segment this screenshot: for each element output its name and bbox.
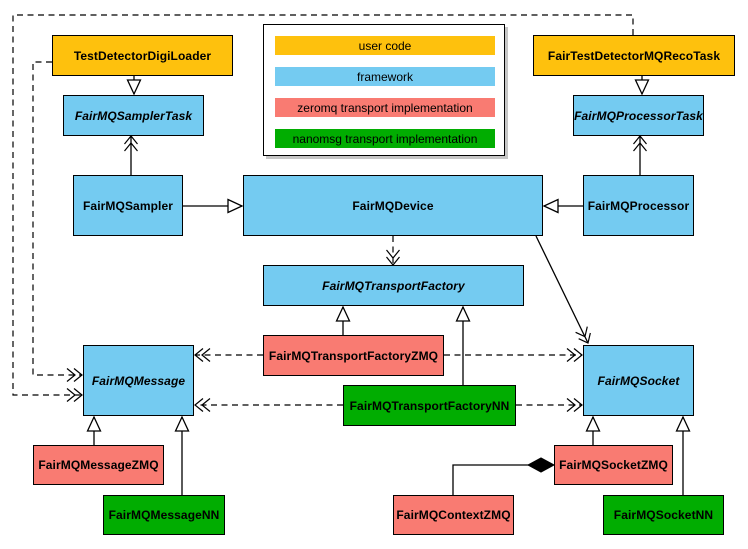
legend-item-user-code: user code — [275, 36, 495, 55]
node-label: FairMQMessage — [91, 373, 186, 388]
node-fairmqsocketzmq: FairMQSocketZMQ — [554, 445, 673, 485]
edge-fairmqdevice-uses-fairmqsocket — [535, 235, 591, 344]
node-fairmqmessage: FairMQMessage — [83, 345, 194, 416]
node-label: FairMQTransportFactoryZMQ — [268, 348, 439, 363]
node-label: TestDetectorDigiLoader — [73, 48, 212, 63]
node-fairmqsamplertask: FairMQSamplerTask — [63, 95, 204, 136]
node-testdetectordigiloader: TestDetectorDigiLoader — [52, 35, 233, 76]
node-fairmqmessagenn: FairMQMessageNN — [103, 495, 225, 535]
node-label: FairTestDetectorMQRecoTask — [547, 48, 721, 63]
node-label: FairMQSampler — [83, 198, 173, 213]
node-label: FairMQSocketZMQ — [559, 458, 668, 472]
edge-fairmqcontextzmq-composed-in-fairmqsocketzmq — [452, 457, 556, 495]
node-fairmqsampler: FairMQSampler — [73, 175, 183, 236]
node-fairmqsocket: FairMQSocket — [583, 345, 694, 416]
legend-item-nanomsg: nanomsg transport implementation — [275, 129, 495, 148]
node-fairmqdevice: FairMQDevice — [243, 175, 543, 236]
node-label: FairMQProcessor — [587, 198, 690, 213]
node-label: FairMQProcessorTask — [574, 108, 703, 123]
node-fairmqmessagezmq: FairMQMessageZMQ — [33, 445, 164, 485]
node-label: FairMQSamplerTask — [74, 108, 193, 123]
node-fairmqtransportfactory: FairMQTransportFactory — [263, 265, 524, 306]
legend-item-framework: framework — [275, 67, 495, 86]
node-label: FairMQDevice — [352, 198, 434, 213]
node-fairmqtransportfactorynn: FairMQTransportFactoryNN — [343, 385, 516, 426]
node-label: FairMQSocket — [597, 373, 680, 388]
node-fairmqprocessor: FairMQProcessor — [583, 175, 694, 236]
node-fairmqcontextzmq: FairMQContextZMQ — [393, 495, 514, 535]
composition-diamond-icon — [526, 457, 556, 473]
legend: user code framework zeromq transport imp… — [263, 24, 505, 156]
node-label: FairMQMessageNN — [108, 508, 220, 522]
node-fairmqtransportfactoryzmq: FairMQTransportFactoryZMQ — [263, 335, 444, 376]
node-label: FairMQTransportFactoryNN — [349, 398, 510, 413]
node-fairtestdetectormqrecotask: FairTestDetectorMQRecoTask — [533, 35, 735, 76]
node-fairmqsocketnn: FairMQSocketNN — [603, 495, 724, 535]
node-label: FairMQSocketNN — [613, 508, 714, 522]
node-label: FairMQMessageZMQ — [38, 458, 159, 472]
node-label: FairMQContextZMQ — [396, 508, 511, 522]
node-fairmqprocessortask: FairMQProcessorTask — [573, 95, 704, 136]
node-label: FairMQTransportFactory — [322, 278, 465, 293]
legend-item-zeromq: zeromq transport implementation — [275, 98, 495, 117]
